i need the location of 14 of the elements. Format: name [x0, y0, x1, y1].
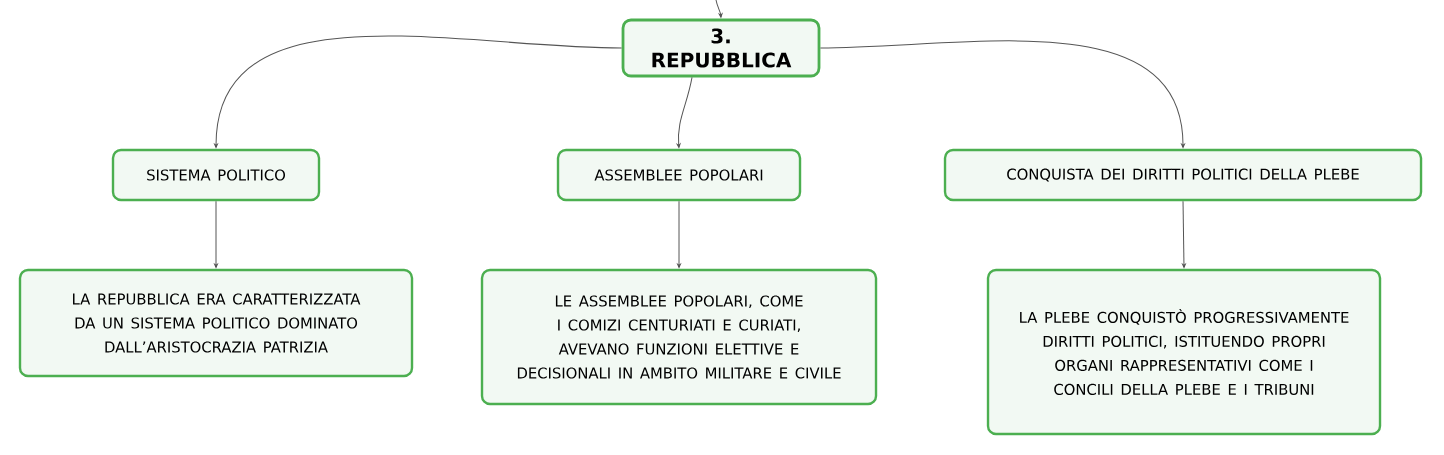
arrow	[676, 76, 693, 148]
arrow	[214, 35, 623, 148]
arrow	[819, 40, 1185, 148]
arrow	[214, 200, 218, 268]
arrow	[677, 200, 681, 268]
description-box: LA REPUBBLICA ERA CARATTERIZZATA DA UN SISTEMA POLITICO DOMINATO DALL’ARISTOCRAZIA PATRIZIA	[18, 268, 414, 378]
topic-box: SISTEMA POLITICO	[111, 148, 321, 202]
arrow	[1182, 200, 1186, 268]
title-box: 3. REPUBBLICA	[621, 18, 821, 78]
description-box: LE ASSEMBLEE POPOLARI, COME I COMIZI CENTURIATI E CURIATI, AVEVANO FUNZIONI ELETTIVE E DECISIONALI IN AMBITO MILITARE E CIVILE	[480, 268, 878, 406]
topic-box: ASSEMBLEE POPOLARI	[556, 148, 802, 202]
description-box: LA PLEBE CONQUISTÒ PROGRESSIVAMENTE DIRITTI POLITICI, ISTITUENDO PROPRI ORGANI RAPPRESENTATIVI COME I CONCILI DELLA PLEBE E I TRIBUNI	[986, 268, 1382, 436]
arrow	[715, 0, 723, 18]
topic-box: CONQUISTA DEI DIRITTI POLITICI DELLA PLEBE	[943, 148, 1423, 202]
